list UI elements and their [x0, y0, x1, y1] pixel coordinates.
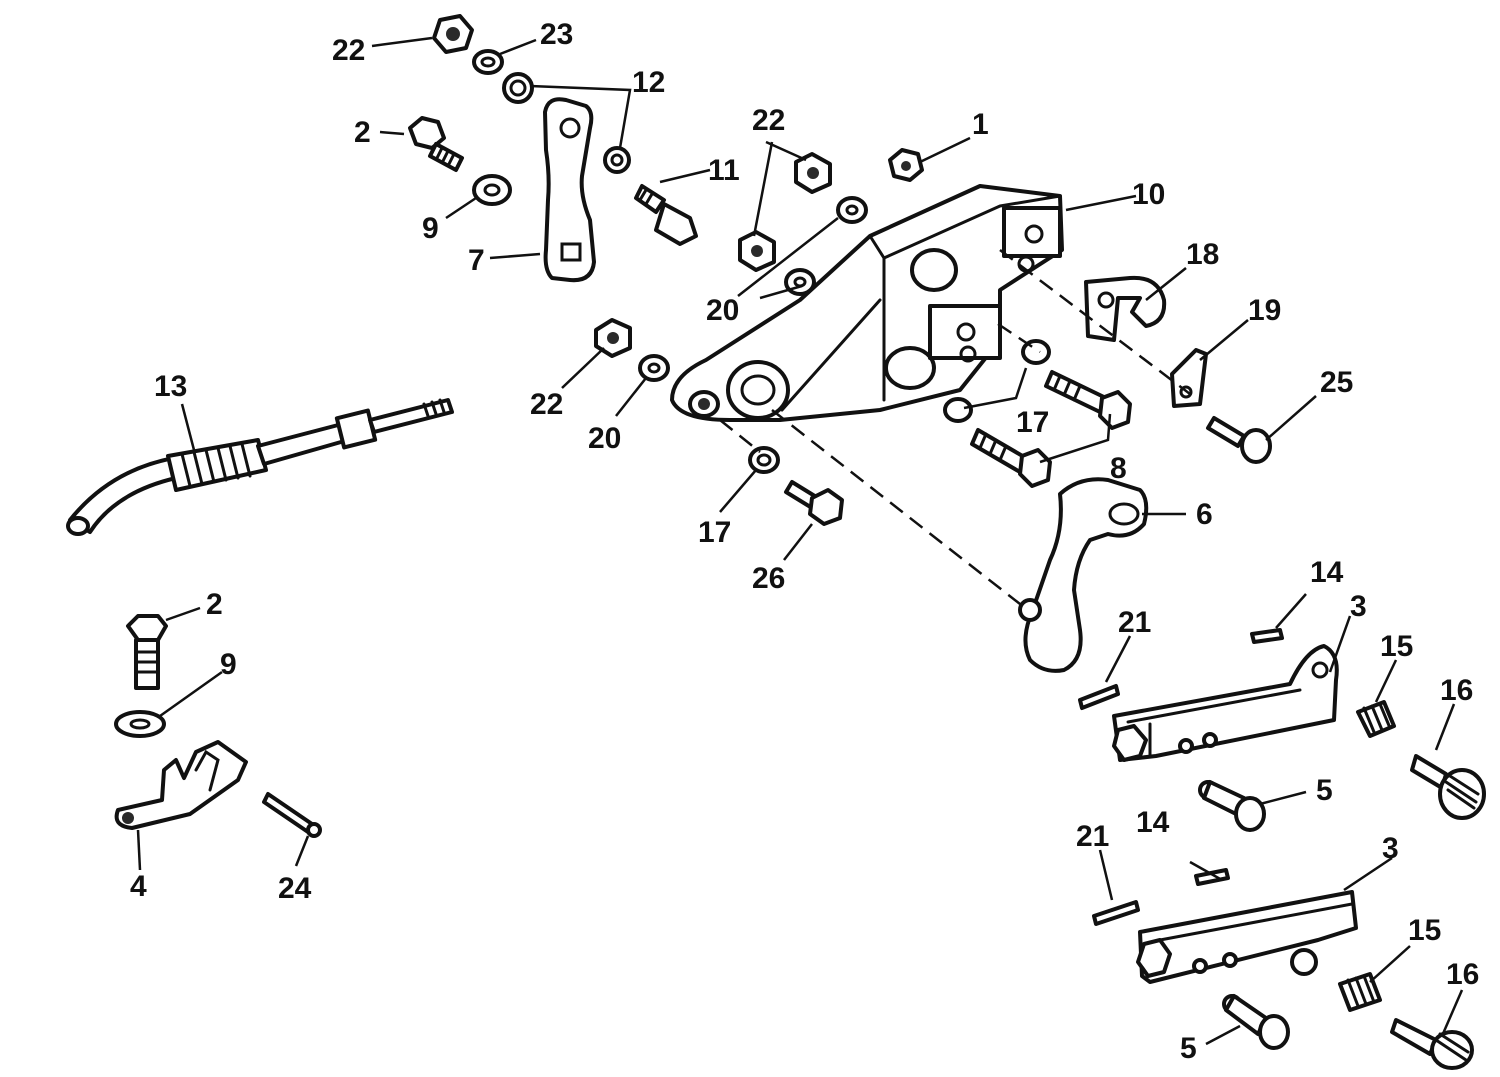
callout-2-top: 2 — [354, 116, 371, 149]
callout-17-right: 17 — [1016, 406, 1049, 439]
part-15-spring-upper — [1356, 700, 1396, 738]
part-20-washer-1 — [836, 196, 868, 224]
leader-lines — [136, 36, 1464, 1046]
callout-20-lower: 20 — [588, 422, 621, 455]
part-3-tube-upper — [1112, 644, 1339, 762]
callout-16-lower: 16 — [1446, 958, 1479, 991]
part-9-washer-top — [472, 174, 512, 206]
callout-9-top: 9 — [422, 212, 439, 245]
assembly-lines — [719, 249, 1191, 605]
part-20-washer-3 — [638, 354, 670, 382]
callout-11: 11 — [708, 154, 740, 187]
callout-19: 19 — [1248, 294, 1281, 327]
callout-18: 18 — [1186, 238, 1219, 271]
part-9-washer-lower — [114, 710, 166, 738]
part-11-ball-stud — [634, 184, 698, 246]
part-25-screw — [1206, 416, 1272, 464]
part-19-bracket — [1170, 348, 1208, 408]
callout-23: 23 — [540, 18, 573, 51]
part-2-bolt-top — [408, 116, 464, 172]
callout-15-lower: 15 — [1408, 914, 1441, 947]
part-22-nut-top — [432, 14, 474, 54]
callout-1: 1 — [972, 108, 989, 141]
callout-26: 26 — [752, 562, 785, 595]
callout-13: 13 — [154, 370, 187, 403]
callout-16-upper: 16 — [1440, 674, 1473, 707]
part-13-cable — [66, 398, 454, 536]
part-15-spring-lower — [1338, 972, 1382, 1012]
callout-2-lower: 2 — [206, 588, 223, 621]
callout-22-left: 22 — [530, 388, 563, 421]
callout-21-upper: 21 — [1118, 606, 1151, 639]
part-23-washer — [472, 49, 504, 75]
callout-7: 7 — [468, 244, 485, 277]
part-12-bushing-top — [502, 72, 534, 104]
callout-9-lower: 9 — [220, 648, 237, 681]
part-22-nut-mid-2 — [738, 230, 776, 272]
callout-3-upper: 3 — [1350, 590, 1367, 623]
callout-22-middle: 22 — [752, 104, 785, 137]
part-12-bushing-small — [603, 146, 631, 174]
part-18-clip — [1084, 275, 1167, 342]
callout-3-lower: 3 — [1382, 832, 1399, 865]
callout-21-lower: 21 — [1076, 820, 1109, 853]
callout-5-upper: 5 — [1316, 774, 1333, 807]
callout-8: 8 — [1110, 452, 1127, 485]
part-21-cotter-lower — [1092, 900, 1140, 926]
part-17-washer-3 — [748, 446, 780, 474]
part-22-nut-left — [594, 318, 632, 358]
callout-14-lower: 14 — [1136, 806, 1170, 839]
part-3-tube-lower — [1136, 890, 1358, 984]
part-14-pin-lower — [1194, 868, 1230, 886]
part-21-cotter-upper — [1078, 684, 1120, 710]
callout-14-upper: 14 — [1310, 556, 1344, 589]
part-5-pin-upper — [1198, 780, 1266, 832]
part-2-bolt-lower — [126, 614, 168, 690]
part-24-cotter-pin — [262, 792, 322, 838]
part-6-lever — [1018, 477, 1149, 673]
part-5-pin-lower — [1222, 994, 1290, 1050]
part-7-link — [543, 97, 596, 283]
part-22-nut-mid-1 — [794, 152, 832, 194]
part-16-knob-lower — [1390, 1018, 1474, 1070]
part-4-anchor — [114, 740, 248, 830]
part-17-washer-2 — [943, 397, 973, 423]
part-8-bolt-2 — [970, 428, 1052, 488]
part-14-pin-upper — [1250, 628, 1284, 644]
callout-4: 4 — [130, 870, 147, 903]
part-16-knob-upper — [1410, 754, 1486, 820]
callout-22-top: 22 — [332, 34, 365, 67]
callout-6: 6 — [1196, 498, 1213, 531]
callout-24: 24 — [278, 872, 312, 905]
part-26-bolt — [784, 480, 844, 526]
callout-labels: 1 2 2 3 3 4 5 5 6 7 8 9 9 10 11 12 13 14… — [130, 18, 1479, 1065]
callout-20-upper: 20 — [706, 294, 739, 327]
callout-5-lower: 5 — [1180, 1032, 1197, 1065]
part-10-bracket — [670, 184, 1064, 422]
part-8-bolt-1 — [1044, 370, 1132, 430]
callout-12: 12 — [632, 66, 665, 99]
callout-15-upper: 15 — [1380, 630, 1413, 663]
callout-17-lower: 17 — [698, 516, 731, 549]
callout-10: 10 — [1132, 178, 1165, 211]
callout-25: 25 — [1320, 366, 1353, 399]
part-1-nut — [888, 148, 924, 182]
